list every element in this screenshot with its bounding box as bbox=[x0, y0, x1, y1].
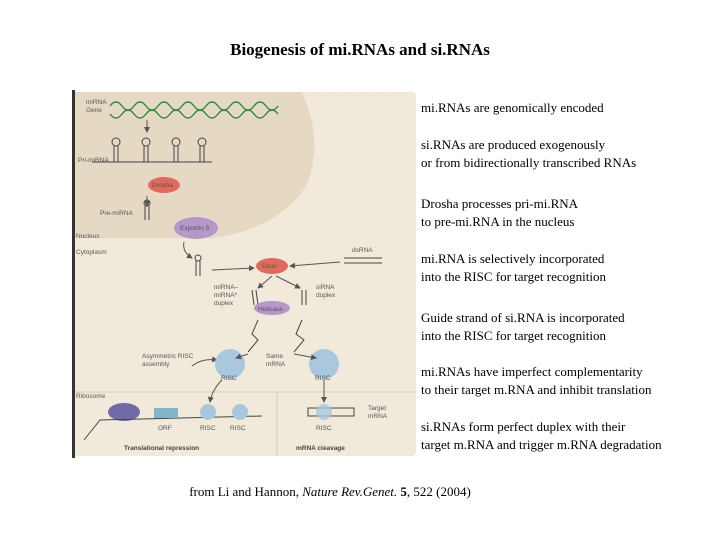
helicase bbox=[254, 301, 290, 315]
bullet-7-line-1: si.RNAs form perfect duplex with their bbox=[421, 419, 626, 434]
label-target-mrna-1: Target bbox=[368, 405, 386, 412]
label-mirna-gene-2: Gene bbox=[86, 107, 102, 114]
label-asym-risc-2: assembly bbox=[142, 361, 170, 368]
bullet-4-line-2: into the RISC for target recognition bbox=[421, 269, 606, 284]
label-mirna-gene-1: miRNA bbox=[86, 99, 107, 106]
caption-volume: 5 bbox=[400, 484, 407, 499]
label-translational-repression: Translational repression bbox=[124, 445, 199, 452]
drosha-enzyme bbox=[148, 177, 180, 193]
bullet-1-line-1: mi.RNAs are genomically encoded bbox=[421, 100, 604, 115]
target-mrna-repression bbox=[83, 415, 263, 441]
pri-mirna-hairpins bbox=[92, 137, 212, 163]
bullet-7: si.RNAs form perfect duplex with their t… bbox=[421, 418, 662, 454]
label-mrna-cleavage: mRNA cleavage bbox=[296, 445, 345, 452]
ribosome bbox=[108, 403, 140, 421]
mirna-duplex bbox=[251, 289, 259, 306]
dicer-enzyme bbox=[256, 258, 288, 274]
label-ribosome: Ribosome bbox=[76, 393, 106, 400]
pre-mirna-hairpin bbox=[143, 199, 151, 220]
exportin-5 bbox=[174, 217, 218, 239]
bullet-5: Guide strand of si.RNA is incorporated i… bbox=[421, 309, 625, 345]
label-orf: ORF bbox=[158, 425, 172, 432]
biogenesis-figure: miRNA Gene Pri-miRNA Drosha Pre-miRNA Ex… bbox=[72, 90, 416, 458]
bullet-3-line-2: to pre-mi.RNA in the nucleus bbox=[421, 214, 575, 229]
label-mirna-duplex-3: duplex bbox=[214, 300, 234, 307]
bullet-6-line-2: to their target m.RNA and inhibit transl… bbox=[421, 382, 652, 397]
label-risc-5: RISC bbox=[316, 425, 332, 432]
bullet-4-line-1: mi.RNA is selectively incorporated bbox=[421, 251, 605, 266]
label-target-mrna-2: mRNA bbox=[368, 413, 388, 420]
bullet-6: mi.RNAs have imperfect complementarity t… bbox=[421, 363, 651, 399]
dsrna-long bbox=[344, 257, 382, 264]
nucleus-region bbox=[75, 92, 315, 238]
bullet-2: si.RNAs are produced exogenously or from… bbox=[421, 136, 636, 172]
bullet-3-line-1: Drosha processes pri-mi.RNA bbox=[421, 196, 579, 211]
label-pre-mirna: Pre-miRNA bbox=[100, 210, 134, 217]
label-drosha: Drosha bbox=[152, 182, 173, 189]
label-mirna-duplex-2: miRNA* bbox=[214, 292, 238, 299]
label-same-mrna-2: mRNA bbox=[266, 361, 286, 368]
bullet-1: mi.RNAs are genomically encoded bbox=[421, 99, 604, 117]
bullet-5-line-1: Guide strand of si.RNA is incorporated bbox=[421, 310, 625, 325]
mrna-cleavage-duplex bbox=[307, 407, 355, 417]
unwound-strands bbox=[247, 319, 305, 353]
risc-cleavage bbox=[316, 404, 332, 420]
label-same-mrna-1: Same bbox=[266, 353, 283, 360]
orf-region bbox=[154, 408, 178, 418]
risc-bound-1 bbox=[200, 404, 216, 420]
bullet-2-line-1: si.RNAs are produced exogenously bbox=[421, 137, 606, 152]
caption-journal: Nature Rev.Genet. bbox=[302, 484, 398, 499]
bullet-7-line-2: target m.RNA and trigger m.RNA degradati… bbox=[421, 437, 662, 452]
bullet-6-line-1: mi.RNAs have imperfect complementarity bbox=[421, 364, 643, 379]
bullet-5-line-2: into the RISC for target recognition bbox=[421, 328, 606, 343]
label-sirna-duplex-2: duplex bbox=[316, 292, 336, 299]
label-helicase: Helicase bbox=[258, 306, 283, 313]
label-risc-3: RISC bbox=[200, 425, 216, 432]
label-nucleus: Nucleus bbox=[76, 233, 100, 240]
bullet-3: Drosha processes pri-mi.RNA to pre-mi.RN… bbox=[421, 195, 578, 231]
slide-title: Biogenesis of mi.RNAs and si.RNAs bbox=[230, 40, 490, 59]
label-risc-1: RISC bbox=[221, 375, 237, 382]
bullet-2-line-2: or from bidirectionally transcribed RNAs bbox=[421, 155, 637, 170]
risc-bound-2 bbox=[232, 404, 248, 420]
caption-prefix: from Li and Hannon, bbox=[189, 484, 303, 499]
bullet-4: mi.RNA is selectively incorporated into … bbox=[421, 250, 606, 286]
label-dicer: Dicer bbox=[262, 263, 278, 270]
label-dsrna: dsRNA bbox=[352, 247, 373, 254]
label-asym-risc-1: Asymmetric RISC bbox=[142, 353, 194, 360]
label-mirna-duplex-1: miRNA– bbox=[214, 284, 239, 291]
label-risc-4: RISC bbox=[230, 425, 246, 432]
label-cytoplasm: Cytoplasm bbox=[76, 249, 107, 256]
label-exportin: Exportin 5 bbox=[180, 225, 210, 232]
sirna-duplex bbox=[301, 290, 307, 305]
mirna-gene-dna bbox=[109, 101, 279, 119]
citation-caption: from Li and Hannon, Nature Rev.Genet. 5,… bbox=[0, 484, 660, 500]
caption-pages: , 522 (2004) bbox=[406, 484, 471, 499]
cytoplasmic-pre-mirna bbox=[194, 254, 202, 276]
label-sirna-duplex-1: siRNA bbox=[316, 284, 335, 291]
label-risc-2: RISC bbox=[315, 375, 331, 382]
label-pri-mirna: Pri-miRNA bbox=[78, 157, 109, 164]
